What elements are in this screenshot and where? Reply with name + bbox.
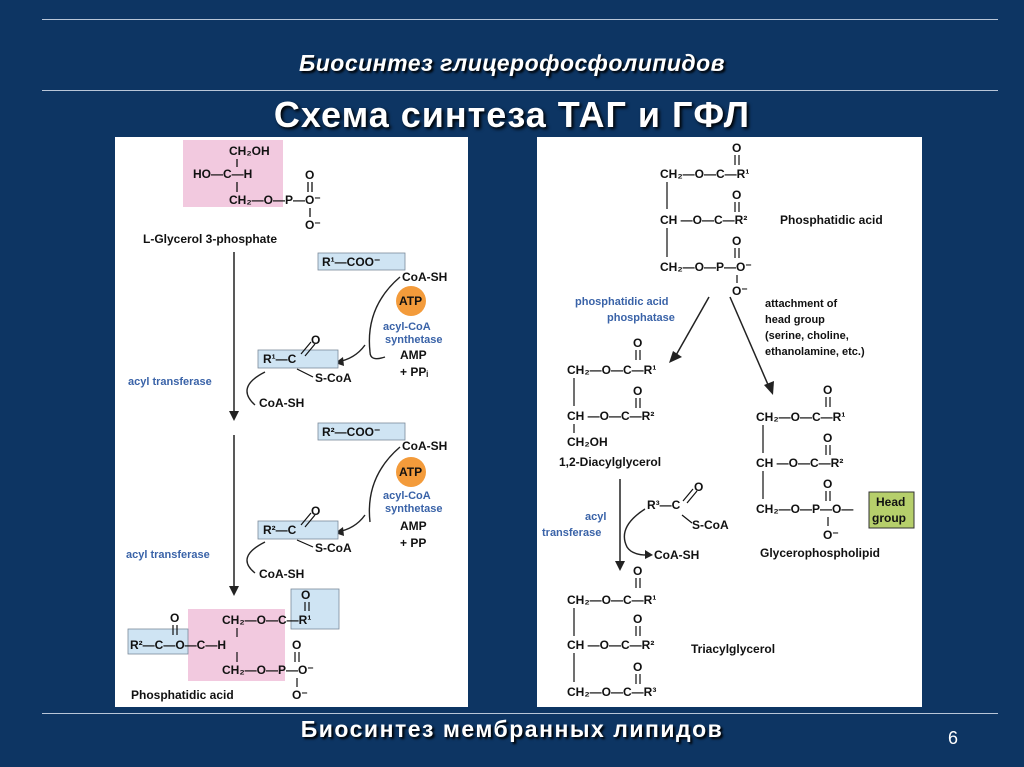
attachment-label: attachment of head group (serine, cholin… <box>765 298 865 358</box>
svg-text:R²—C: R²—C <box>263 523 297 537</box>
atp-circle-1 <box>396 286 426 316</box>
glycerol-highlight <box>183 140 283 207</box>
svg-text:O: O <box>311 504 320 518</box>
subtitle-rule <box>42 90 998 91</box>
coash-output-1: CoA-SH <box>259 396 304 410</box>
svg-text:acyl: acyl <box>585 511 606 523</box>
svg-text:CH —O—C—R²: CH —O—C—R² <box>756 456 843 470</box>
svg-text:HO—C—H: HO—C—H <box>193 167 252 181</box>
svg-text:acyl-CoA: acyl-CoA <box>383 321 431 333</box>
svg-text:O: O <box>823 431 832 445</box>
phosphatidic-acid-label-left: Phosphatidic acid <box>131 688 234 702</box>
svg-text:O: O <box>633 660 642 674</box>
s-coa-2: S-CoA <box>315 541 352 555</box>
svg-text:O: O <box>633 612 642 626</box>
svg-text:O: O <box>732 234 741 248</box>
atp-label-2: ATP <box>399 465 422 479</box>
svg-text:O: O <box>311 333 320 347</box>
head-group-box <box>868 491 915 529</box>
svg-text:O: O <box>732 188 741 202</box>
svg-text:O: O <box>732 141 741 155</box>
svg-text:CH —O—C—R²: CH —O—C—R² <box>567 638 654 652</box>
acyl-transferase-2: acyl transferase <box>126 549 210 561</box>
svg-text:O: O <box>170 611 179 625</box>
svg-text:CH₂OH: CH₂OH <box>567 435 608 449</box>
svg-text:head group: head group <box>765 314 825 326</box>
svg-text:synthetase: synthetase <box>385 503 442 515</box>
r1-carboxylate: R¹—COO⁻ <box>322 255 380 269</box>
svg-text:R²—C—O—C—H: R²—C—O—C—H <box>130 638 226 652</box>
coash-output-2: CoA-SH <box>259 567 304 581</box>
svg-text:Head: Head <box>876 495 905 509</box>
svg-text:CH₂—O—C—R³: CH₂—O—C—R³ <box>567 685 656 699</box>
top-rule <box>42 19 998 20</box>
coash-right: CoA-SH <box>654 548 699 562</box>
svg-text:O⁻: O⁻ <box>732 284 748 298</box>
svg-text:phosphatidic acid: phosphatidic acid <box>575 296 669 308</box>
svg-text:O: O <box>305 168 314 182</box>
svg-text:transferase: transferase <box>542 527 601 539</box>
svg-text:R³—C: R³—C <box>647 498 681 512</box>
svg-text:CH —O—C—R²: CH —O—C—R² <box>567 409 654 423</box>
svg-text:CH₂—O—P—O⁻: CH₂—O—P—O⁻ <box>660 260 752 274</box>
svg-text:CH₂—O—C—R¹: CH₂—O—C—R¹ <box>756 410 845 424</box>
ppi-1: + PPᵢ <box>400 365 428 379</box>
s-coa-1: S-CoA <box>315 371 352 385</box>
phosphatidic-acid-label-right: Phosphatidic acid <box>780 213 883 227</box>
triacylglycerol-label: Triacylglycerol <box>691 642 775 656</box>
svg-text:O⁻: O⁻ <box>292 688 308 702</box>
svg-text:attachment of: attachment of <box>765 298 837 310</box>
svg-text:O: O <box>633 564 642 578</box>
svg-text:O⁻: O⁻ <box>823 528 839 542</box>
svg-text:O: O <box>633 384 642 398</box>
right-scheme-panel: O CH₂—O—C—R¹ O CH —O—C—R² Phosphatidic a… <box>537 137 922 707</box>
s-coa-right: S-CoA <box>692 518 729 532</box>
svg-text:CH —O—C—R²: CH —O—C—R² <box>660 213 747 227</box>
slide-footer: Биосинтез мембранных липидов <box>300 716 724 742</box>
r2-carboxylate: R²—COO⁻ <box>322 425 380 439</box>
left-scheme-svg: CH₂OH HO—C—H CH₂—O—P—O⁻ O O⁻ L-Glycerol … <box>126 140 447 702</box>
svg-text:CH₂—O—C—R¹: CH₂—O—C—R¹ <box>567 363 656 377</box>
svg-text:O: O <box>301 588 310 602</box>
atp-label-1: ATP <box>399 294 422 308</box>
svg-text:O: O <box>823 383 832 397</box>
page-number: 6 <box>948 728 959 748</box>
svg-text:(serine, choline,: (serine, choline, <box>765 330 849 342</box>
glycerophospholipid-label: Glycerophospholipid <box>760 546 880 560</box>
acyl-transferase-1: acyl transferase <box>128 376 212 388</box>
svg-text:R¹—C: R¹—C <box>263 352 297 366</box>
pp-2: + PP <box>400 536 426 550</box>
slide-headline: Схема синтеза ТАГ и ГФЛ <box>273 94 751 135</box>
svg-text:ethanolamine, etc.): ethanolamine, etc.) <box>765 346 865 358</box>
svg-text:CH₂—O—P—O—: CH₂—O—P—O— <box>756 502 853 516</box>
svg-text:CH₂OH: CH₂OH <box>229 144 270 158</box>
svg-text:synthetase: synthetase <box>385 334 442 346</box>
svg-text:acyl-CoA: acyl-CoA <box>383 490 431 502</box>
coash-input-2: CoA-SH <box>402 439 447 453</box>
glycerol-3-phosphate-label: L-Glycerol 3-phosphate <box>143 232 277 246</box>
left-scheme-panel: CH₂OH HO—C—H CH₂—O—P—O⁻ O O⁻ L-Glycerol … <box>115 137 468 707</box>
svg-text:O: O <box>823 477 832 491</box>
svg-text:CH₂—O—C—R¹: CH₂—O—C—R¹ <box>660 167 749 181</box>
diacylglycerol-label: 1,2-Diacylglycerol <box>559 455 661 469</box>
atp-circle-2 <box>396 457 426 487</box>
svg-text:O: O <box>292 638 301 652</box>
svg-text:group: group <box>872 511 906 525</box>
svg-text:O: O <box>633 336 642 350</box>
svg-text:phosphatase: phosphatase <box>607 312 675 324</box>
coash-input-1: CoA-SH <box>402 270 447 284</box>
amp-1: AMP <box>400 348 427 362</box>
amp-2: AMP <box>400 519 427 533</box>
svg-text:CH₂—O—C—R¹: CH₂—O—C—R¹ <box>567 593 656 607</box>
svg-text:CH₂—O—C—R¹: CH₂—O—C—R¹ <box>222 613 311 627</box>
right-scheme-svg: O CH₂—O—C—R¹ O CH —O—C—R² Phosphatidic a… <box>542 141 915 699</box>
slide-subtitle: Биосинтез глицерофосфолипидов <box>298 50 726 76</box>
svg-text:O⁻: O⁻ <box>305 218 321 232</box>
footer-rule <box>42 713 998 714</box>
svg-text:CH₂—O—P—O⁻: CH₂—O—P—O⁻ <box>229 193 321 207</box>
svg-text:CH₂—O—P—O⁻: CH₂—O—P—O⁻ <box>222 663 314 677</box>
glycerol-backbone-highlight <box>188 609 285 681</box>
svg-text:O: O <box>694 480 703 494</box>
